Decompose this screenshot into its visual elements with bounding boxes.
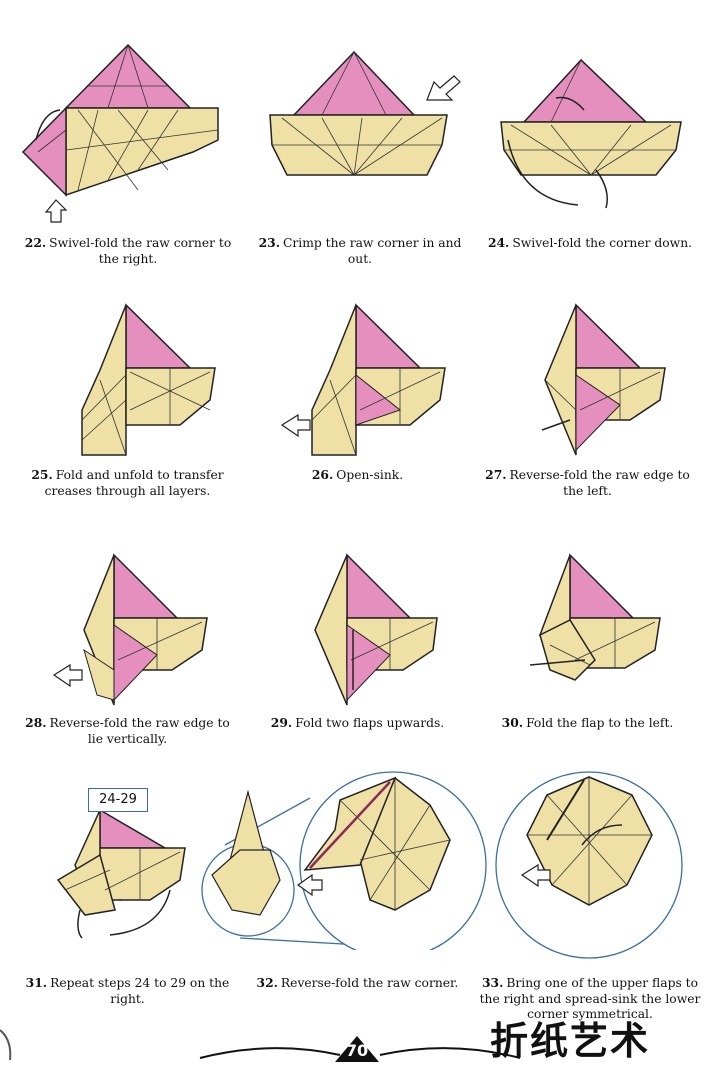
caption-step-33: 33.Bring one of the upper flaps to the r… — [479, 975, 701, 1021]
caption-step-26: 26.Open-sink. — [311, 467, 404, 482]
diagram-step-26 — [280, 303, 446, 456]
caption-step-31: 31.Repeat steps 24 to 29 on the right. — [25, 975, 230, 1006]
diagram-step-32 — [201, 771, 487, 950]
diagram-step-22 — [21, 43, 219, 223]
caption-step-32: 32.Reverse-fold the raw corner. — [256, 975, 459, 990]
diagram-step-27 — [541, 303, 666, 456]
footer-ornament — [0, 1029, 521, 1061]
diagram-step-31 — [56, 808, 186, 939]
page-number: 70 — [335, 1036, 379, 1062]
caption-step-22: 22.Swivel-fold the raw corner to the rig… — [24, 235, 232, 266]
caption-step-30: 30.Fold the flap to the left. — [501, 715, 674, 730]
diagram-step-23 — [269, 50, 461, 176]
diagram-step-25 — [81, 303, 216, 456]
caption-step-28: 28.Reverse-fold the raw edge to lie vert… — [25, 715, 230, 746]
caption-step-24: 24.Swivel-fold the corner down. — [487, 235, 693, 250]
caption-step-23: 23.Crimp the raw corner in and out. — [258, 235, 462, 266]
diagram-step-28 — [52, 553, 208, 706]
caption-step-25: 25.Fold and unfold to transfer creases t… — [31, 467, 224, 498]
diagram-step-33 — [495, 771, 683, 959]
diagram-step-24 — [500, 58, 682, 209]
diagram-step-29 — [314, 553, 438, 706]
diagram-step-30 — [529, 553, 661, 681]
caption-step-27: 27.Reverse-fold the raw edge to the left… — [485, 467, 690, 498]
watermark-logo: 折纸艺术 — [490, 1019, 651, 1063]
page-number-badge — [335, 1036, 379, 1062]
repeat-steps-reference: 24-29 — [88, 788, 148, 812]
caption-step-29: 29.Fold two flaps upwards. — [270, 715, 445, 730]
